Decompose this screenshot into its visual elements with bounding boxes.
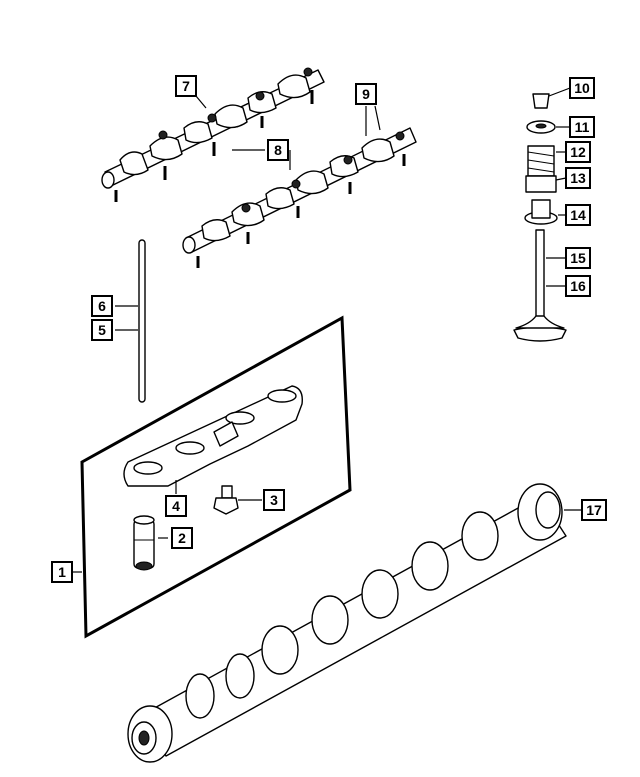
svg-text:1: 1	[58, 564, 66, 580]
valve	[513, 229, 567, 342]
svg-text:15: 15	[570, 250, 586, 266]
leader-lines	[72, 87, 582, 573]
svg-text:5: 5	[98, 322, 106, 338]
callout-16: 16	[565, 275, 591, 297]
svg-text:12: 12	[570, 144, 586, 160]
svg-text:6: 6	[98, 298, 106, 314]
svg-text:4: 4	[172, 498, 180, 514]
camshaft	[127, 483, 567, 763]
callout-1: 1	[51, 561, 73, 583]
callout-15: 15	[565, 247, 591, 269]
svg-text:8: 8	[274, 142, 282, 158]
callout-7: 7	[175, 75, 197, 97]
svg-text:14: 14	[570, 207, 586, 223]
svg-text:17: 17	[586, 502, 602, 518]
callout-14: 14	[565, 204, 591, 226]
callout-3: 3	[263, 489, 285, 511]
svg-text:3: 3	[270, 492, 278, 508]
callout-13: 13	[565, 167, 591, 189]
svg-text:11: 11	[575, 119, 590, 135]
callout-11: 11	[569, 116, 595, 138]
callout-6: 6	[91, 295, 113, 317]
valve-spring-seat	[525, 175, 557, 193]
callout-9: 9	[355, 83, 377, 105]
svg-text:16: 16	[570, 278, 586, 294]
rocker-shaft-assembly-upper	[101, 67, 325, 202]
callout-2: 2	[171, 527, 193, 549]
callout-8: 8	[267, 139, 289, 161]
push-rod	[138, 239, 146, 403]
valve-retainer-lock	[532, 93, 550, 109]
guide-bolt	[213, 485, 239, 515]
lifter-guide	[123, 385, 303, 487]
svg-text:9: 9	[362, 86, 370, 102]
rocker-shaft-assembly-lower	[182, 127, 417, 268]
valve-spring	[527, 145, 555, 177]
svg-text:10: 10	[574, 80, 590, 96]
hydraulic-lifter	[133, 515, 155, 571]
kit-outline	[80, 315, 352, 639]
callout-10: 10	[569, 77, 595, 99]
valve-spring-retainer	[526, 120, 556, 134]
svg-text:13: 13	[570, 170, 586, 186]
svg-text:7: 7	[182, 78, 190, 94]
callout-4: 4	[165, 495, 187, 517]
callout-5: 5	[91, 319, 113, 341]
valve-stem-seal	[524, 199, 558, 225]
svg-text:2: 2	[178, 530, 186, 546]
callout-12: 12	[565, 141, 591, 163]
callout-17: 17	[581, 499, 607, 521]
